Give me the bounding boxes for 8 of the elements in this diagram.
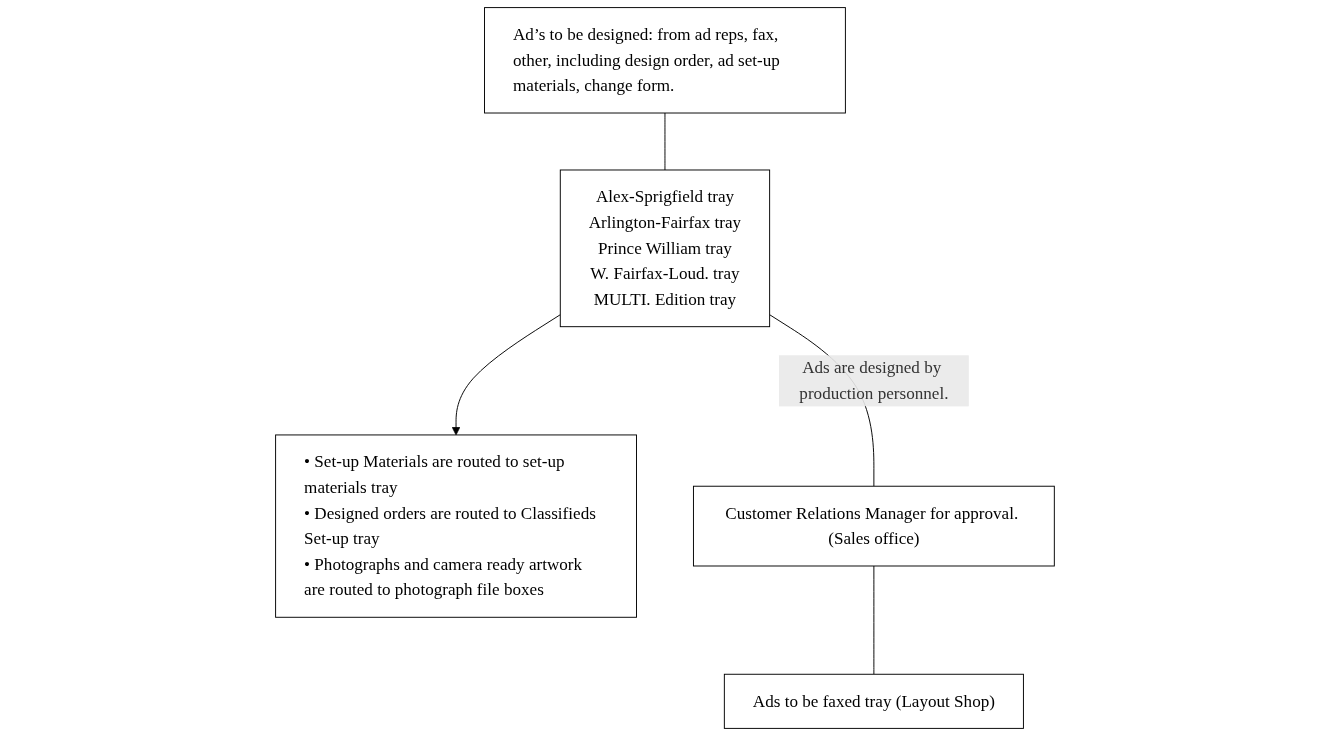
node-box: Ads to be faxed tray (Layout Shop) — [723, 673, 1024, 729]
node-box: Alex-Sprigfield tray Arlington-Fairfax tray Prince William tray W. Fairfax-Loud. tray MULTI. Edition tray — [559, 169, 770, 328]
connector — [664, 112, 665, 171]
node-box: Ad’s to be designed: from ad reps, fax, other, including design order, ad set-up materials, change form. — [483, 7, 846, 114]
node-box: Customer Relations Manager for approval. (Sales office) — [692, 485, 1055, 567]
node-box: • Set-up Materials are routed to set-up materials tray • Designed orders are routed to Classifieds Set-up tray • Photographs and camera ready artwork are routed to photograph file boxes — [274, 434, 637, 618]
connector — [872, 565, 874, 675]
edge-label: Ads are designed by production personnel. — [798, 358, 948, 403]
